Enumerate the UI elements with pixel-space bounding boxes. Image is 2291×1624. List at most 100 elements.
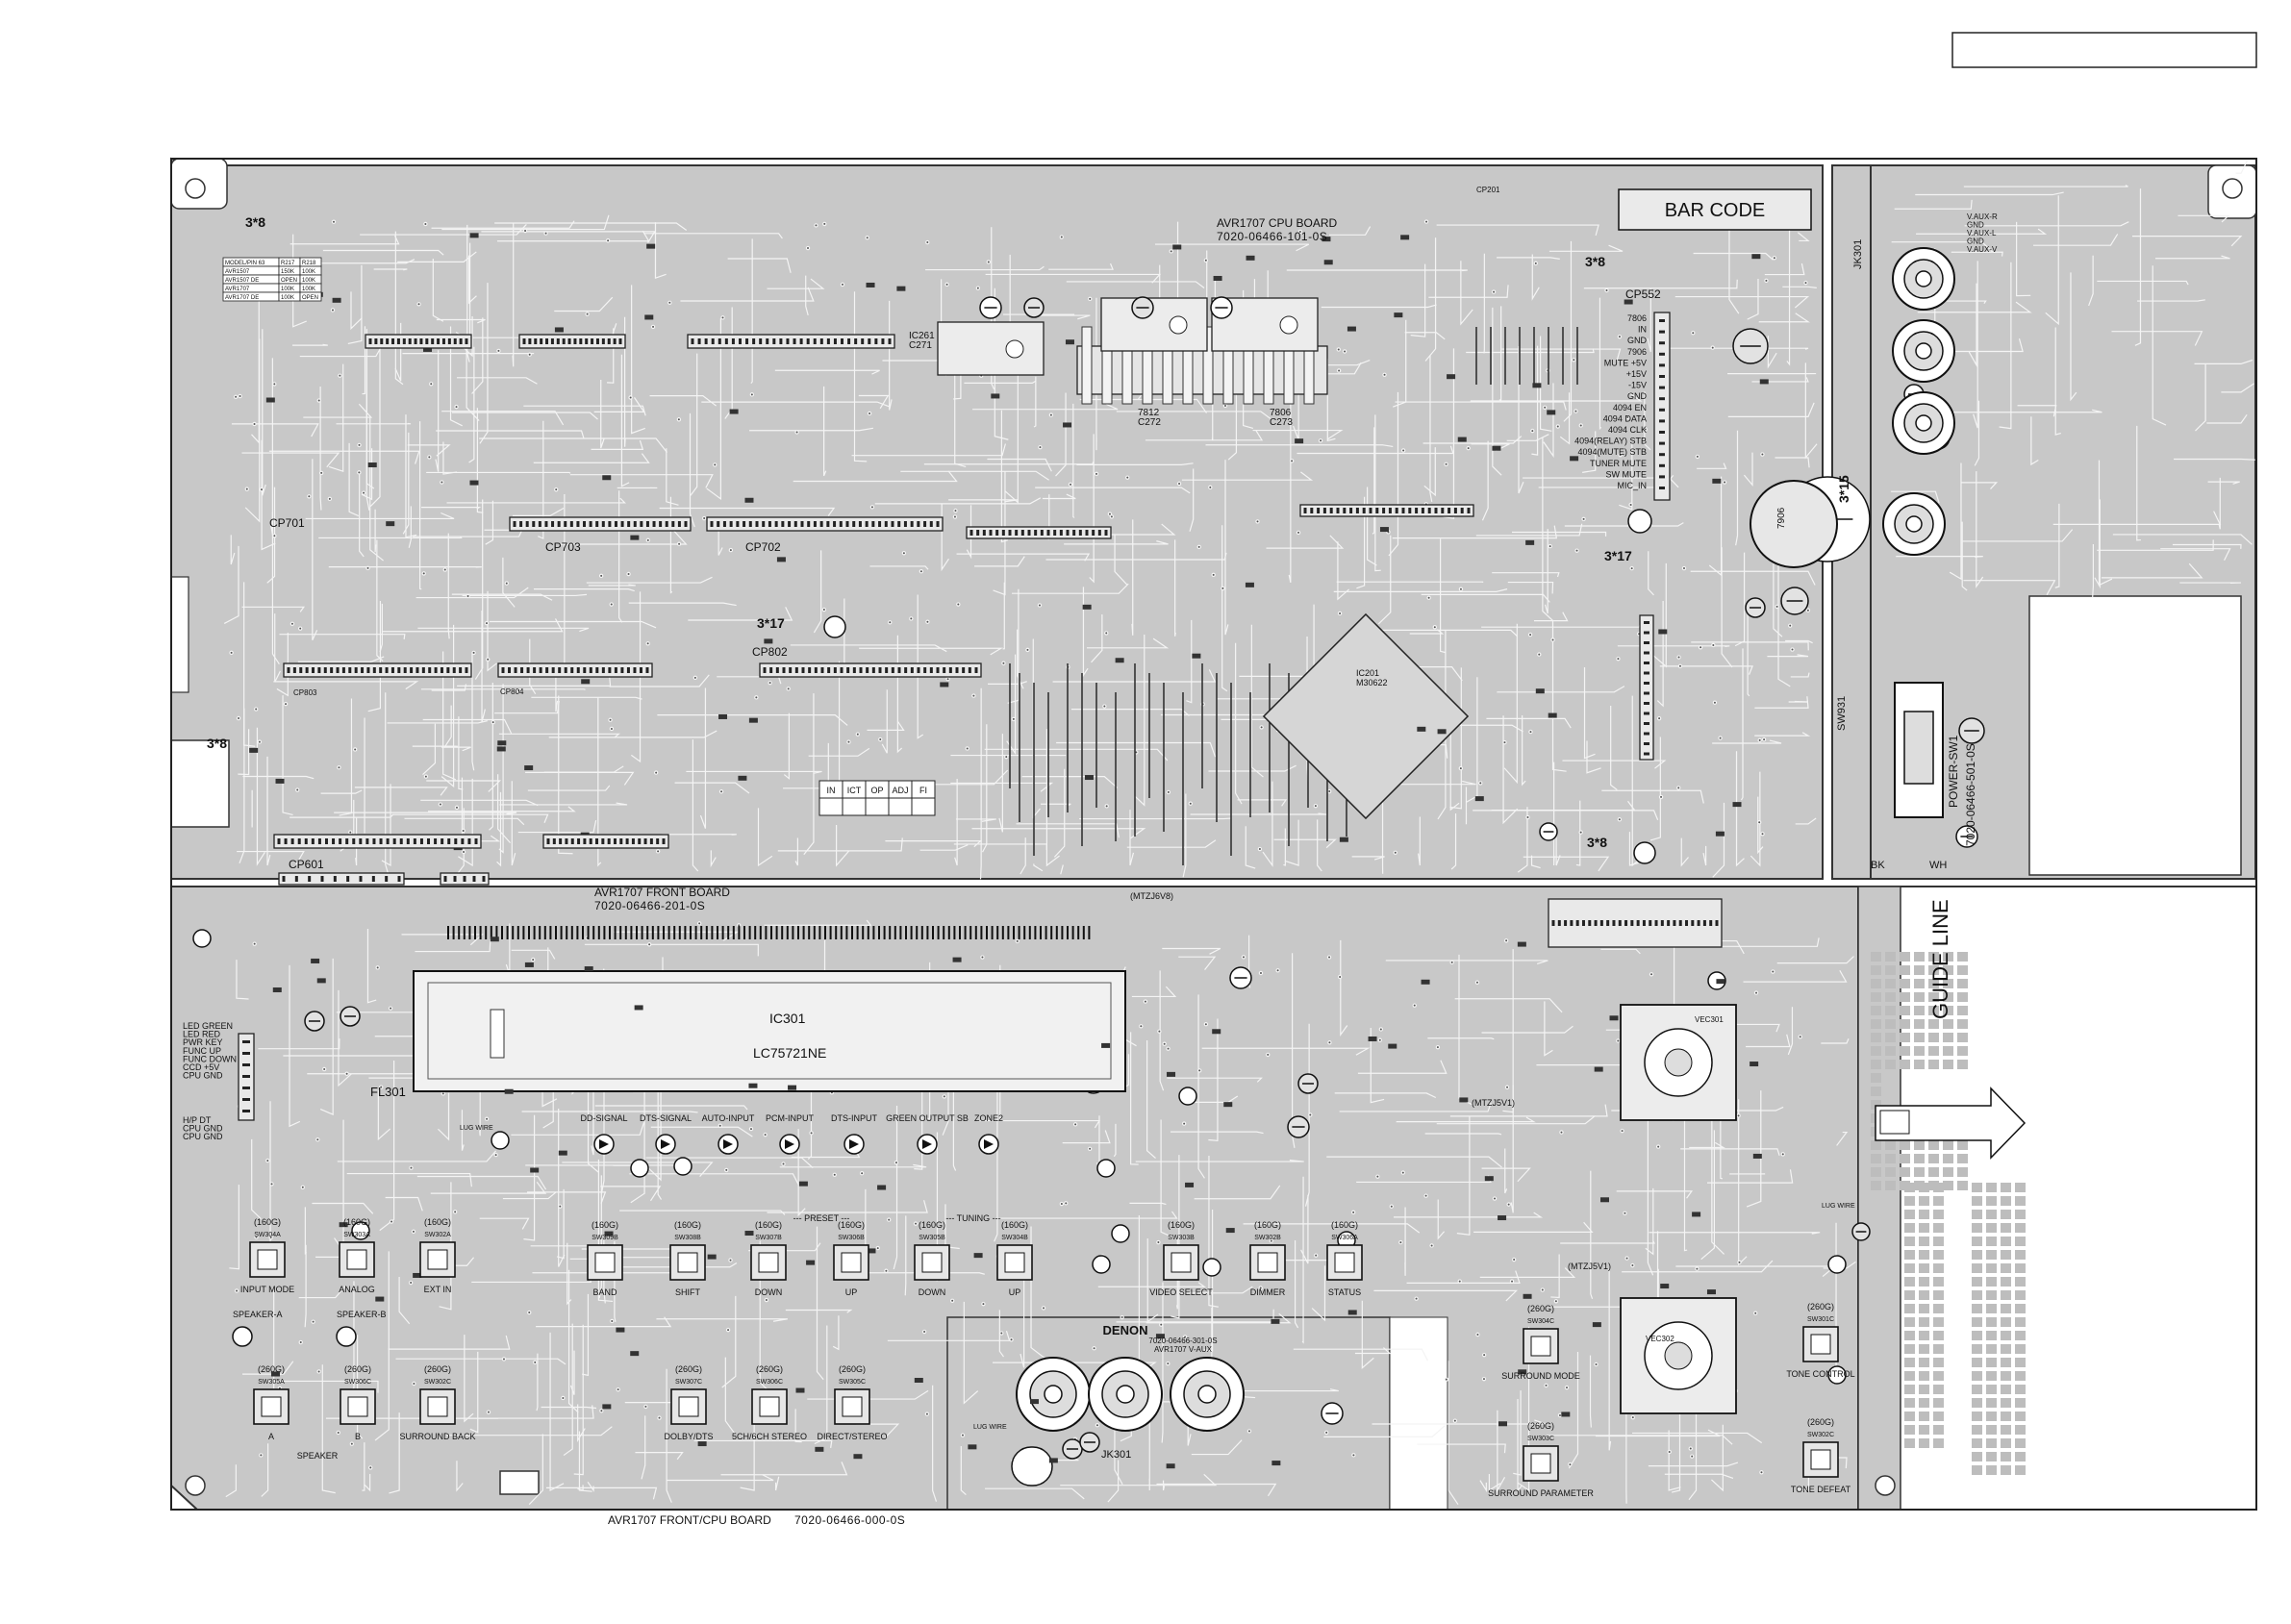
via — [1177, 482, 1180, 485]
via — [424, 222, 427, 225]
button-cap — [347, 1250, 366, 1269]
via — [644, 1405, 647, 1408]
smd-part — [853, 1454, 862, 1459]
grid-cell — [1885, 965, 1896, 975]
grid-cell — [1986, 1304, 1997, 1313]
smd-part — [317, 978, 326, 983]
via — [235, 1289, 238, 1292]
speaker-led-label: SPEAKER-B — [337, 1310, 387, 1319]
via — [1765, 279, 1768, 282]
vfd-pin — [743, 926, 745, 939]
pin — [442, 338, 445, 344]
via — [868, 412, 870, 414]
button-cap — [595, 1253, 615, 1272]
smd-part — [1523, 1294, 1532, 1299]
grid-cell — [1904, 1438, 1915, 1448]
row5-button-rating: (260G) — [675, 1364, 702, 1374]
grid-cell — [2015, 1331, 2026, 1340]
pin — [632, 838, 635, 844]
smd-part — [1760, 379, 1769, 384]
pin — [1637, 920, 1640, 926]
via — [485, 622, 488, 625]
row3-button-label: VIDEO SELECT — [1149, 1287, 1213, 1297]
pin — [1060, 530, 1063, 536]
via — [1167, 1047, 1170, 1050]
grid-cell — [2001, 1412, 2011, 1421]
row4-button-code: SW306C — [344, 1379, 371, 1386]
right-button-rating: (260G) — [1807, 1417, 1834, 1427]
smd-part — [1066, 339, 1074, 344]
via — [389, 1007, 391, 1010]
grid-cell — [1972, 1317, 1982, 1327]
row5-button-3 — [835, 1389, 869, 1424]
sub-board-name: AVR1707 V-AUX — [1154, 1345, 1213, 1354]
pin — [659, 521, 662, 527]
pin — [325, 838, 328, 844]
grid-cell — [2015, 1398, 2026, 1408]
grid-cell — [2001, 1290, 2011, 1300]
pin — [1619, 920, 1622, 926]
vfd-pin — [899, 926, 901, 939]
via — [1574, 410, 1577, 412]
via — [1445, 462, 1448, 465]
via — [693, 676, 696, 679]
grid-cell — [2001, 1263, 2011, 1273]
via — [1482, 1378, 1485, 1381]
smd-part — [1532, 383, 1541, 387]
via — [726, 1329, 729, 1332]
via — [491, 721, 494, 724]
vfd-pin — [733, 926, 735, 939]
pin — [1644, 733, 1649, 736]
row3-button-label: STATUS — [1328, 1287, 1361, 1297]
via — [841, 283, 843, 286]
pin — [242, 1063, 250, 1066]
grid-cell — [1871, 1087, 1881, 1096]
pin — [608, 521, 611, 527]
pin — [841, 338, 843, 344]
pin — [970, 530, 973, 536]
via — [1105, 805, 1108, 808]
row1-button-3 — [420, 1242, 455, 1277]
via — [523, 229, 526, 232]
via — [1754, 1312, 1757, 1314]
ic301-part: LC75721NE — [753, 1045, 826, 1061]
via — [1772, 970, 1775, 973]
pin — [242, 1075, 250, 1078]
via — [764, 1134, 767, 1137]
via — [879, 737, 882, 740]
grid-cell — [1871, 992, 1881, 1002]
grid-cell — [1986, 1183, 1997, 1192]
via — [413, 1382, 415, 1385]
pin — [1461, 508, 1464, 513]
jig-cell-empty — [912, 798, 935, 815]
vfd-pin — [711, 926, 713, 939]
row2-button-rating: (160G) — [674, 1220, 701, 1230]
via — [1529, 730, 1532, 733]
pin — [1028, 530, 1031, 536]
cp552-pin-label: GND — [1627, 391, 1648, 401]
pin — [640, 521, 642, 527]
via — [1758, 821, 1761, 824]
via — [951, 1299, 954, 1302]
row1-button-label: INPUT MODE — [240, 1285, 294, 1294]
pin — [859, 521, 862, 527]
via — [1531, 430, 1534, 433]
via — [358, 471, 361, 474]
via — [1069, 483, 1071, 486]
pin — [847, 338, 850, 344]
smd-part — [1716, 832, 1725, 837]
grid-cell — [2015, 1223, 2026, 1233]
smd-part — [718, 714, 727, 719]
cp301b-body — [1548, 899, 1722, 947]
v-aux-pin-label: V.AUX-V — [1967, 245, 1998, 254]
grid-cell — [1972, 1465, 1982, 1475]
pin — [712, 338, 715, 344]
button-cap — [1531, 1454, 1550, 1473]
grid-cell — [1972, 1263, 1982, 1273]
pin — [502, 667, 505, 673]
grid-cell — [1986, 1398, 1997, 1408]
led-label-7: ZONE2 — [974, 1113, 1003, 1123]
smd-part — [1518, 942, 1526, 947]
pin — [568, 338, 571, 344]
vfd-pin — [992, 926, 994, 939]
